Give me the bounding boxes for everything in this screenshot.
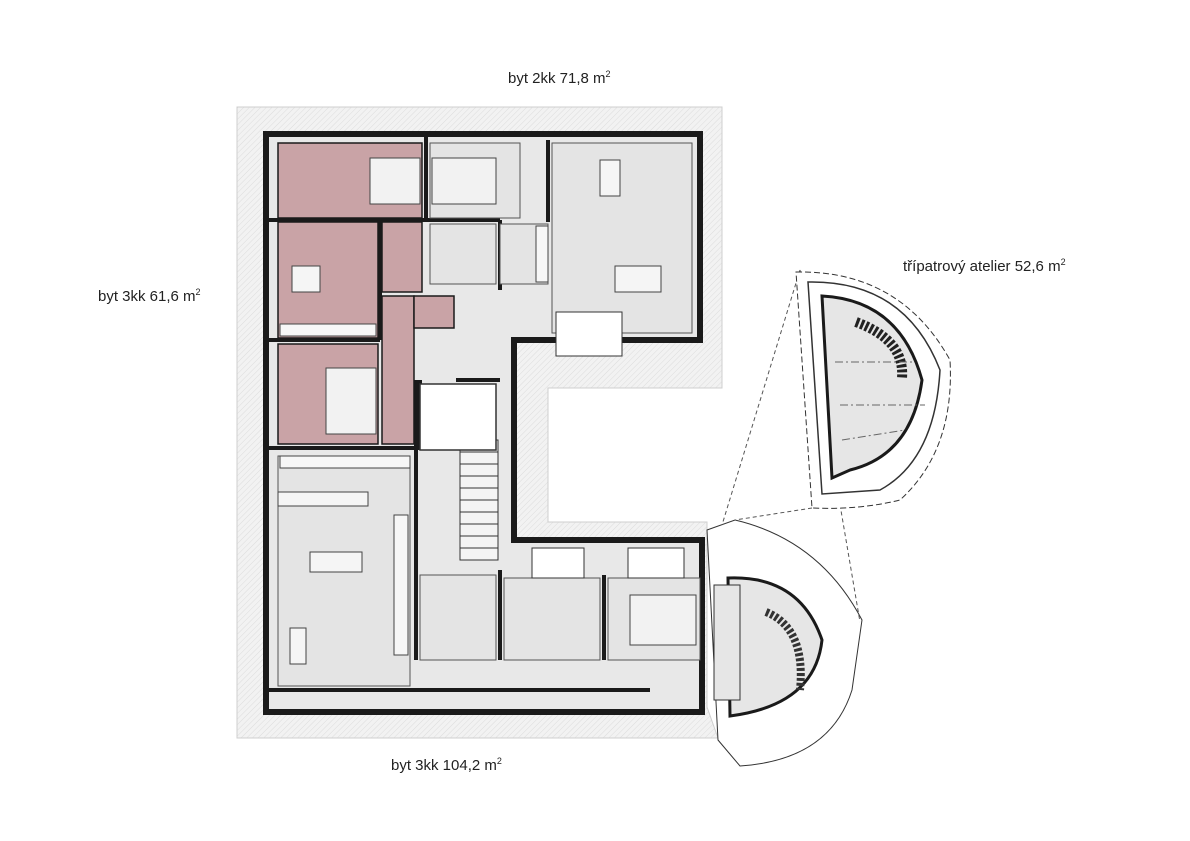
label-top-sup: 2 — [605, 69, 611, 79]
label-top-apartment: byt 2kk 71,8 m2 — [508, 69, 611, 88]
atelier-detail — [721, 269, 951, 623]
label-left-sup: 2 — [195, 287, 201, 297]
label-top-text: byt 2kk 71,8 m — [508, 70, 606, 87]
atelier-tower — [706, 519, 863, 767]
label-bottom-apartment: byt 3kk 104,2 m2 — [391, 756, 502, 775]
label-bottom-text: byt 3kk 104,2 m — [391, 757, 497, 774]
staircase — [459, 439, 499, 561]
label-bottom-sup: 2 — [496, 756, 502, 766]
label-right-atelier: třípatrový atelier 52,6 m2 — [903, 257, 1066, 276]
lift — [419, 383, 497, 451]
label-left-text: byt 3kk 61,6 m — [98, 288, 196, 305]
label-left-apartment: byt 3kk 61,6 m2 — [98, 287, 201, 306]
label-right-text: třípatrový atelier 52,6 m — [903, 258, 1061, 275]
tables — [277, 159, 662, 665]
skylights — [531, 311, 685, 579]
beds — [325, 157, 697, 646]
kitchen-counters — [279, 225, 549, 656]
label-right-sup: 2 — [1060, 257, 1066, 267]
